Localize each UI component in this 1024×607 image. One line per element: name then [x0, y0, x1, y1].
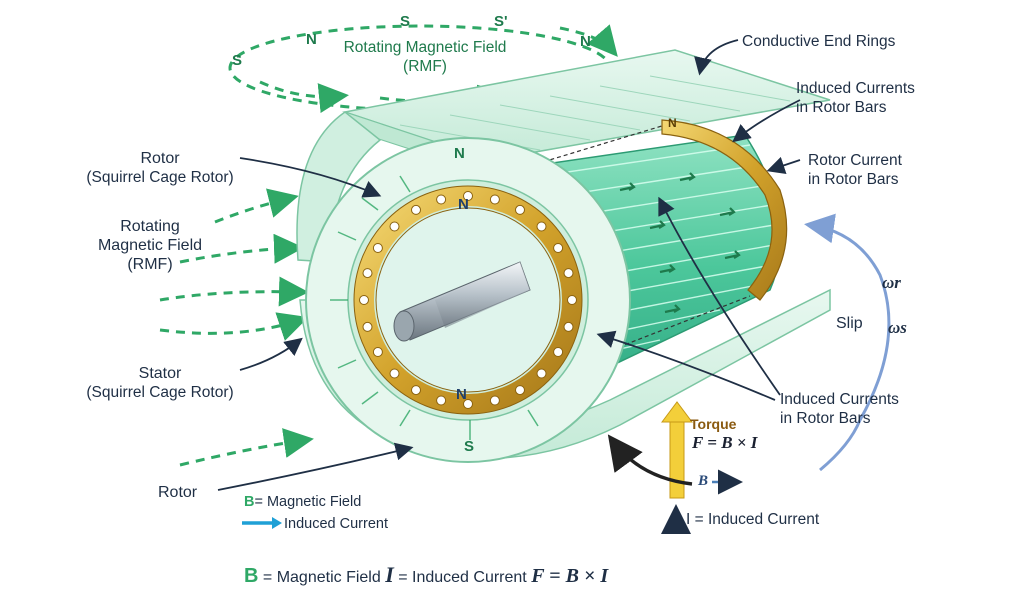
rotor-subtitle: (Squirrel Cage Rotor): [86, 169, 234, 186]
induced-top-line1: Induced Currents: [796, 80, 915, 97]
torque-b-label: B: [698, 473, 709, 489]
torque-formula: F = B × I: [692, 433, 758, 452]
induced-bottom-line1: Induced Currents: [780, 391, 899, 408]
end-ring-hole: [536, 368, 547, 379]
bottom-legend: B = Magnetic Field I = Induced Current F…: [244, 562, 609, 587]
top-rmf-label: Rotating Magnetic Field (RMF): [330, 38, 520, 76]
torque-label: Torque: [690, 416, 737, 432]
shaft: [393, 261, 531, 342]
stator-title: Stator: [138, 365, 182, 382]
end-ring-hole: [389, 221, 400, 232]
induced-current-legend-arrow: [242, 517, 282, 529]
end-ring-hole: [411, 385, 421, 396]
end-ring-hole: [536, 221, 547, 232]
rotor-current-line2: in Rotor Bars: [808, 171, 899, 188]
end-rings-label: Conductive End Rings: [742, 33, 896, 50]
slip-arc: [804, 213, 891, 472]
bottom-legend-i-text: = Induced Current: [398, 569, 527, 586]
bottom-legend-b-symbol: B: [244, 565, 259, 587]
stator-label: Stator (Squirrel Cage Rotor): [60, 364, 260, 402]
left-rmf-line1: Rotating: [120, 218, 180, 235]
end-ring-hole: [463, 399, 473, 409]
left-rmf-line3: (RMF): [127, 256, 173, 273]
stator-subtitle: (Squirrel Cage Rotor): [86, 384, 234, 401]
top-pole-s-center: S: [400, 13, 411, 30]
induced-bottom-line2: in Rotor Bars: [780, 410, 871, 427]
end-ring-hole: [362, 268, 373, 279]
omega-s-label: ωs: [888, 318, 907, 337]
bottom-legend-formula: F = B × I: [531, 565, 609, 587]
end-ring-hole: [436, 194, 447, 205]
slip-label: Slip: [836, 315, 863, 332]
end-ring-hole: [372, 243, 383, 253]
induced-currents-top-label: Induced Currents in Rotor Bars: [796, 79, 915, 117]
rotor-current-line1: Rotor Current: [808, 152, 902, 169]
end-ring-hole: [389, 368, 400, 379]
rotor-current-label: Rotor Current in Rotor Bars: [808, 151, 902, 189]
end-ring-hole: [553, 243, 564, 253]
torque-i-label: I = Induced Current: [686, 511, 820, 528]
top-pole-n-left: N: [306, 31, 317, 48]
small-legend-arrow-text: Induced Current: [284, 516, 388, 532]
induced-top-line2: in Rotor Bars: [796, 99, 887, 116]
rotor-bottom-label: Rotor: [158, 484, 198, 501]
end-ring-hole: [362, 321, 373, 332]
pole-s-bottom: S: [464, 438, 475, 455]
top-pole-s-left: S: [232, 52, 243, 69]
top-pole-s-prime: S': [494, 13, 508, 30]
end-ring-hole: [359, 295, 369, 305]
left-rmf-line2: Magnetic Field: [97, 237, 203, 254]
end-ring-hole: [372, 347, 383, 357]
end-ring-hole: [463, 191, 473, 201]
pole-n-top-outer: N: [454, 145, 465, 162]
bottom-legend-i-symbol: I: [385, 562, 394, 587]
top-rmf-line1: Rotating Magnetic Field: [343, 39, 507, 56]
end-ring-hole: [436, 395, 447, 406]
end-ring-hole: [553, 347, 564, 357]
small-legend-b-text: = Magnetic Field: [254, 494, 362, 510]
torque-arrows: [607, 401, 743, 534]
end-ring-hole: [489, 395, 500, 406]
leader-lines: [217, 39, 801, 491]
small-legend-b-symbol: B: [244, 494, 255, 510]
end-ring-hole: [411, 204, 421, 215]
bottom-legend-b-text: = Magnetic Field: [262, 569, 381, 586]
end-ring-hole: [567, 295, 577, 305]
small-legend-b: B= Magnetic Field: [244, 493, 361, 512]
end-ring-hole: [489, 194, 500, 205]
pole-n-bottom-inner: N: [456, 386, 467, 403]
end-ring-right: [661, 119, 788, 301]
left-rmf-label: Rotating Magnetic Field (RMF): [60, 217, 240, 274]
end-ring-hole: [515, 204, 525, 215]
pole-n-top-inner: N: [458, 196, 469, 213]
rotor-title: Rotor: [140, 150, 180, 167]
top-pole-n-right: N: [580, 33, 591, 50]
end-ring-hole: [563, 321, 574, 332]
pole-n-end-ring: N: [668, 116, 677, 130]
left-rmf-spiral: [159, 188, 314, 467]
end-ring-hole: [515, 385, 525, 396]
omega-r-label: ωr: [882, 273, 901, 292]
end-ring-hole: [563, 268, 574, 279]
top-rmf-line2: (RMF): [403, 58, 447, 75]
rotor-label: Rotor (Squirrel Cage Rotor): [60, 149, 260, 187]
induced-currents-bottom-label: Induced Currents in Rotor Bars: [780, 390, 899, 428]
